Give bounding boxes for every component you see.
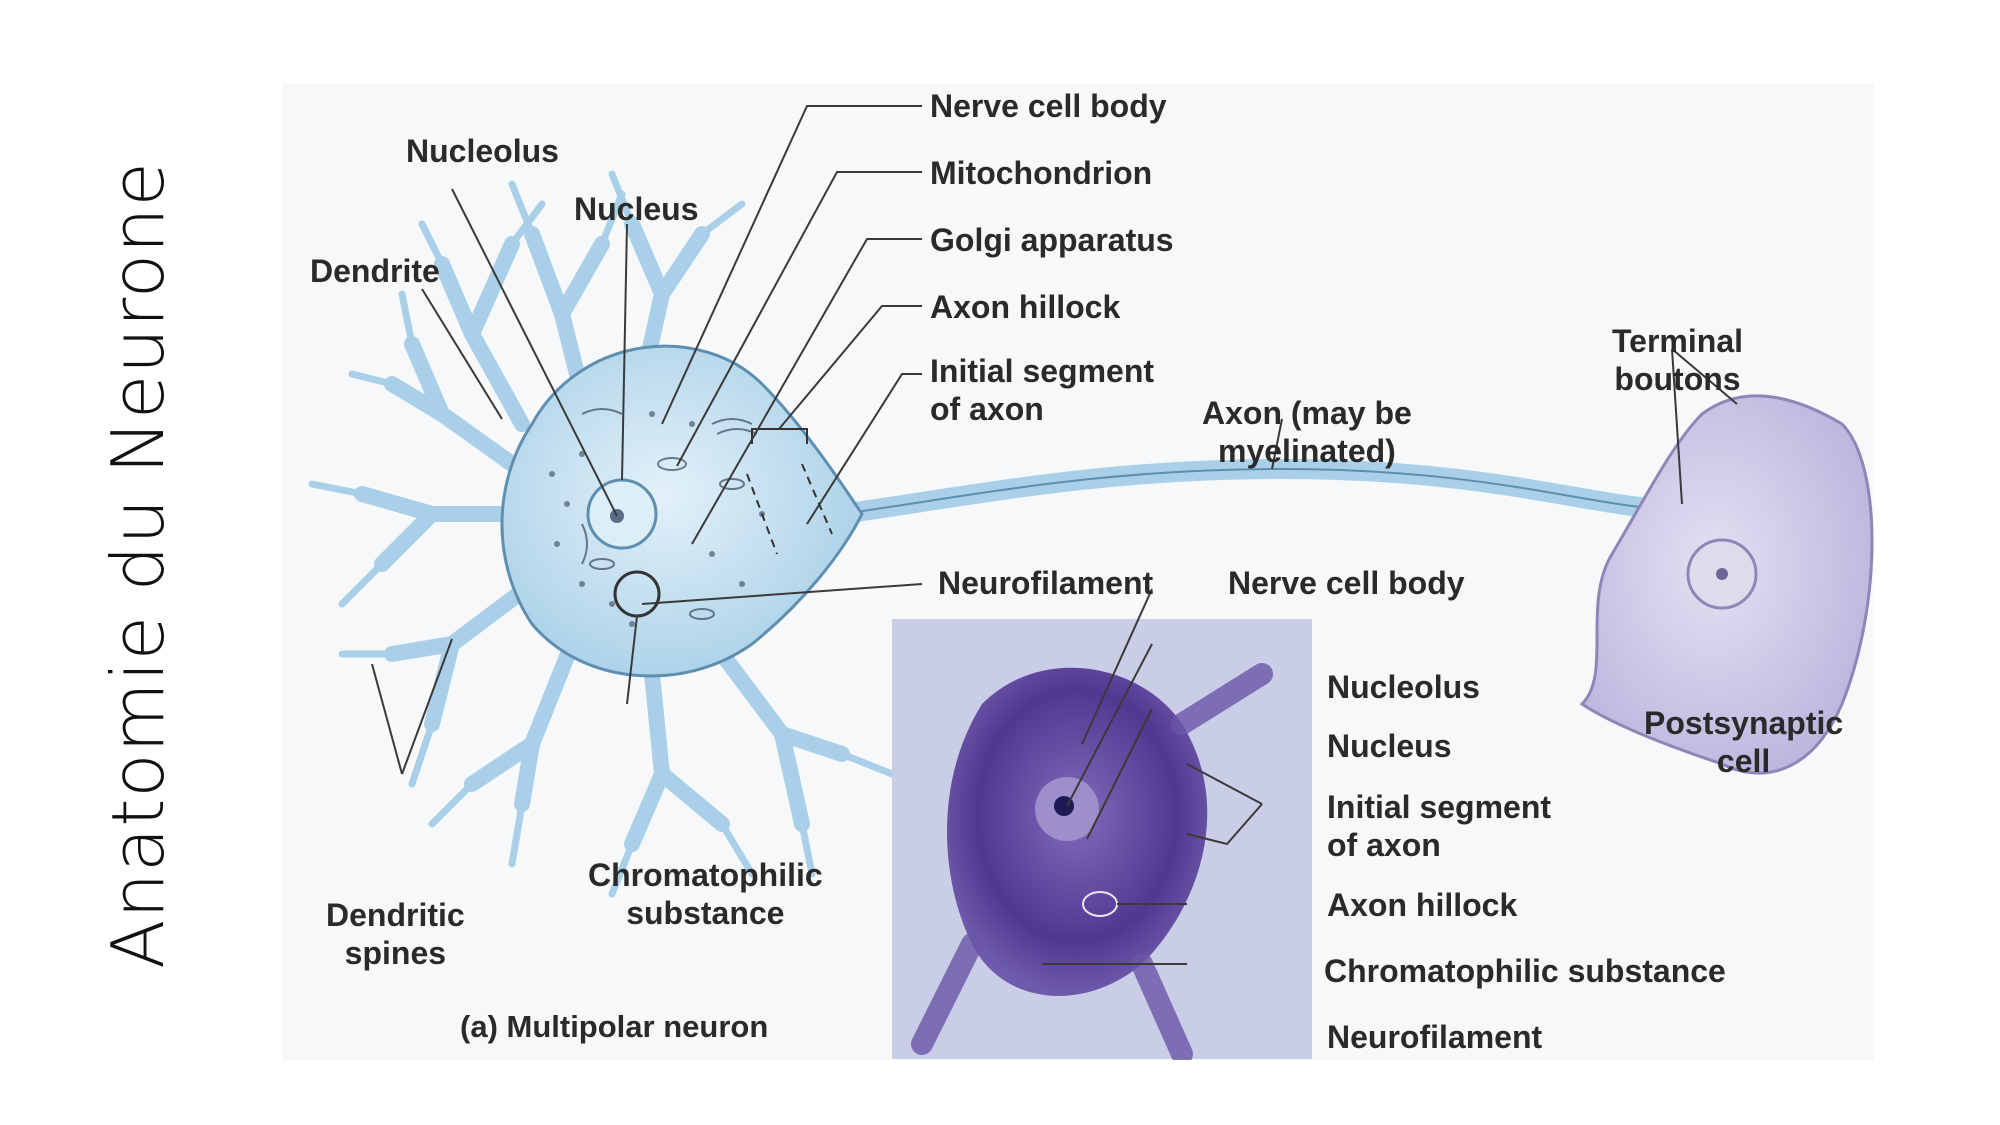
micrograph-label-nerve-cell-body: Nerve cell body xyxy=(1228,565,1465,601)
label-axon-line1: Axon (may be xyxy=(1202,395,1412,431)
label-initial-segment-line2: of axon xyxy=(930,391,1044,427)
micrograph-label-nucleus: Nucleus xyxy=(1327,728,1452,764)
micrograph-label-initial-segment-line1: Initial segment xyxy=(1327,789,1552,825)
label-terminal-boutons: Terminal boutons xyxy=(1612,322,1743,398)
label-nucleus: Nucleus xyxy=(574,191,699,227)
leader-lines xyxy=(371,105,1738,965)
label-chromatophilic-substance: Chromatophilic substance xyxy=(588,856,823,932)
figure-caption: (a) Multipolar neuron xyxy=(460,1009,769,1044)
label-dendritic-spines: Dendritic spines xyxy=(326,896,465,972)
label-initial-segment-line1: Initial segment xyxy=(930,353,1155,389)
micrograph-label-neurofilament: Neurofilament xyxy=(1327,1019,1543,1055)
label-initial-segment: Initial segment of axon xyxy=(930,352,1154,428)
label-postsynaptic-line2: cell xyxy=(1716,743,1771,779)
micrograph-label-initial-segment: Initial segment of axon xyxy=(1327,788,1551,864)
label-dendrite: Dendrite xyxy=(310,253,440,289)
label-chromatophilic-line1: Chromatophilic xyxy=(588,857,823,893)
label-postsynaptic-line1: Postsynaptic xyxy=(1644,705,1844,741)
label-dendritic-spines-line2: spines xyxy=(344,935,447,971)
micrograph-label-chromatophilic-substance: Chromatophilic substance xyxy=(1324,953,1726,989)
micrograph-label-initial-segment-line2: of axon xyxy=(1327,827,1441,863)
neuron-diagram xyxy=(308,105,1874,1060)
label-nerve-cell-body: Nerve cell body xyxy=(930,88,1167,124)
label-neurofilament: Neurofilament xyxy=(938,565,1154,601)
label-nucleolus: Nucleolus xyxy=(406,133,559,169)
label-terminal-boutons-line1: Terminal xyxy=(1612,323,1743,359)
label-golgi-apparatus: Golgi apparatus xyxy=(930,222,1174,258)
micrograph xyxy=(892,619,1312,1060)
micrograph-label-axon-hillock: Axon hillock xyxy=(1327,887,1518,923)
label-axon-line2: myelinated) xyxy=(1218,433,1396,469)
label-dendritic-spines-line1: Dendritic xyxy=(326,897,465,933)
label-axon: Axon (may be myelinated) xyxy=(1202,394,1412,470)
label-terminal-boutons-line2: boutons xyxy=(1614,361,1741,397)
micrograph-label-nucleolus: Nucleolus xyxy=(1327,669,1480,705)
slide-title-area: Anatomie du Neurone xyxy=(0,0,250,1125)
label-mitochondrion: Mitochondrion xyxy=(930,155,1153,191)
label-postsynaptic-cell: Postsynaptic cell xyxy=(1644,704,1843,780)
slide-title: Anatomie du Neurone xyxy=(96,161,180,969)
axon xyxy=(832,458,1732,524)
label-chromatophilic-line2: substance xyxy=(626,895,785,931)
dendrites xyxy=(308,170,896,898)
neuron-figure: Nucleolus Nucleus Dendrite Nerve cell bo… xyxy=(282,84,1874,1060)
label-axon-hillock: Axon hillock xyxy=(930,289,1121,325)
